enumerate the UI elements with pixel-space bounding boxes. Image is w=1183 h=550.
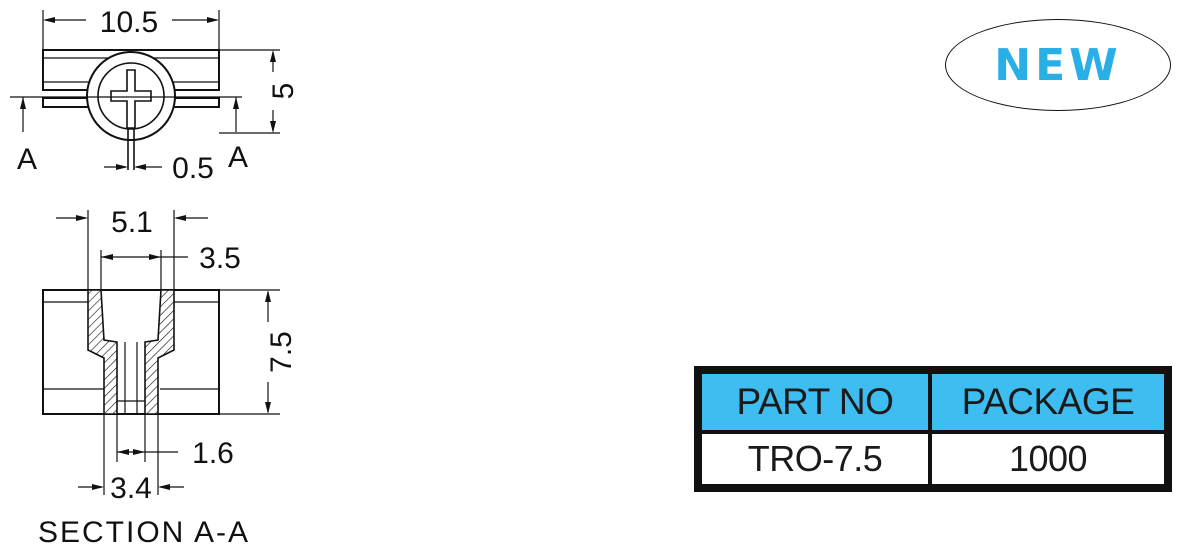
section-mark-left: A <box>17 143 37 176</box>
section-outer-bore-dim: 5.1 <box>111 206 153 239</box>
table-cell-part-no: TRO-7.5 <box>702 434 928 484</box>
section-view: 5.1 3.5 7.5 1.6 3.4 SECTION A-A <box>38 206 298 549</box>
top-view-inner-ring <box>97 62 165 130</box>
top-view-height-dim: 5 <box>267 83 300 100</box>
part-table: PART NO PACKAGE TRO-7.5 1000 <box>694 366 1172 492</box>
new-badge: NEW <box>945 19 1171 111</box>
table-cell-package: 1000 <box>932 434 1164 484</box>
section-body <box>42 289 220 415</box>
section-height-dim: 7.5 <box>265 331 298 373</box>
section-mark-right: A <box>228 141 248 174</box>
section-caption: SECTION A-A <box>38 516 250 549</box>
top-view-slot-dim: 0.5 <box>172 152 214 185</box>
top-view-width-dim: 10.5 <box>100 6 158 39</box>
table-header-package: PACKAGE <box>932 374 1164 430</box>
top-view: 10.5 5 A A 0.5 <box>10 6 300 185</box>
new-badge-label: NEW <box>994 39 1122 91</box>
section-pin-bore-dim: 1.6 <box>192 437 234 470</box>
table-header-part-no: PART NO <box>702 374 928 430</box>
top-view-cross-slot <box>110 69 152 129</box>
section-base-dim: 3.4 <box>110 472 152 505</box>
section-inner-bore-dim: 3.5 <box>199 242 241 275</box>
